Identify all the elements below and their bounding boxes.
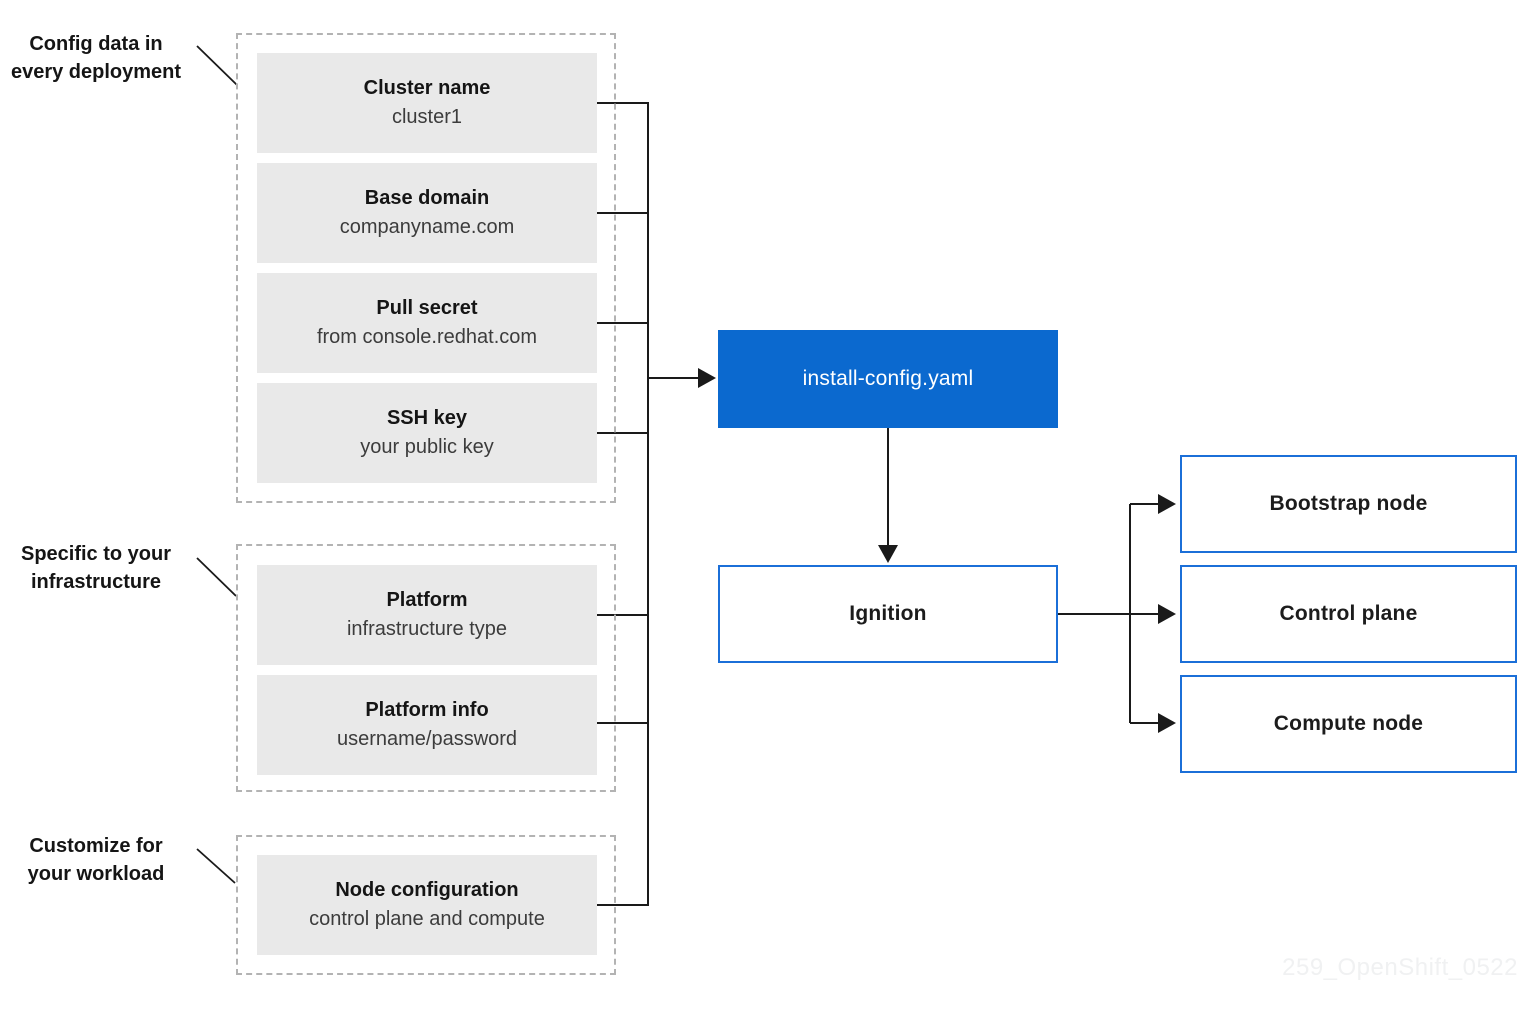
box-title: Pull secret xyxy=(376,297,478,319)
box-ignition: Ignition xyxy=(718,565,1058,663)
label-line: your workload xyxy=(27,863,165,885)
arrowhead-control-plane xyxy=(1158,604,1176,624)
box-platform-info: Platform info username/password xyxy=(257,675,597,775)
label-config-data: Config data in every deployment xyxy=(0,30,192,86)
box-cluster-name: Cluster name cluster1 xyxy=(257,53,597,153)
arrowhead-compute xyxy=(1158,713,1176,733)
box-bootstrap-node: Bootstrap node xyxy=(1180,455,1517,553)
node-label: Control plane xyxy=(1279,602,1418,625)
box-subtitle: from console.redhat.com xyxy=(316,326,538,348)
box-title: Base domain xyxy=(364,187,490,209)
box-title: Platform info xyxy=(365,699,489,721)
box-platform: Platform infrastructure type xyxy=(257,565,597,665)
ignition-label: Ignition xyxy=(849,602,927,625)
arrowhead-install-config xyxy=(698,368,716,388)
label-line: Config data in xyxy=(29,33,163,55)
label-customize-workload: Customize for your workload xyxy=(0,832,192,888)
label-line: every deployment xyxy=(10,61,182,83)
group-config-data xyxy=(236,33,616,503)
box-subtitle: your public key xyxy=(360,436,494,458)
group-infrastructure xyxy=(236,544,616,792)
box-ssh-key: SSH key your public key xyxy=(257,383,597,483)
arrowhead-ignition xyxy=(878,545,898,563)
box-title: Platform xyxy=(386,589,468,611)
box-title: SSH key xyxy=(386,407,468,429)
box-pull-secret: Pull secret from console.redhat.com xyxy=(257,273,597,373)
arrowhead-bootstrap xyxy=(1158,494,1176,514)
box-compute-node: Compute node xyxy=(1180,675,1517,773)
install-config-label: install-config.yaml xyxy=(802,367,974,390)
pointer-line-infrastructure xyxy=(196,557,237,597)
label-line: Specific to your xyxy=(20,543,172,565)
label-line: infrastructure xyxy=(30,571,162,593)
pointer-line-config-data xyxy=(196,45,238,86)
box-title: Cluster name xyxy=(363,77,491,99)
group-workload xyxy=(236,835,616,975)
box-subtitle: cluster1 xyxy=(391,106,463,128)
box-base-domain: Base domain companyname.com xyxy=(257,163,597,263)
pointer-line-workload xyxy=(196,848,236,884)
box-subtitle: infrastructure type xyxy=(346,618,508,640)
box-subtitle: username/password xyxy=(336,728,518,750)
box-title: Node configuration xyxy=(335,879,519,901)
label-line: Customize for xyxy=(29,835,163,857)
box-install-config-yaml: install-config.yaml xyxy=(718,330,1058,428)
watermark-text: 259_OpenShift_0522 xyxy=(1282,954,1518,981)
box-subtitle: companyname.com xyxy=(339,216,515,238)
box-control-plane: Control plane xyxy=(1180,565,1517,663)
box-node-configuration: Node configuration control plane and com… xyxy=(257,855,597,955)
node-label: Bootstrap node xyxy=(1269,492,1428,515)
label-specific-infrastructure: Specific to your infrastructure xyxy=(0,540,192,596)
node-label: Compute node xyxy=(1273,712,1424,735)
box-subtitle: control plane and compute xyxy=(309,908,545,930)
